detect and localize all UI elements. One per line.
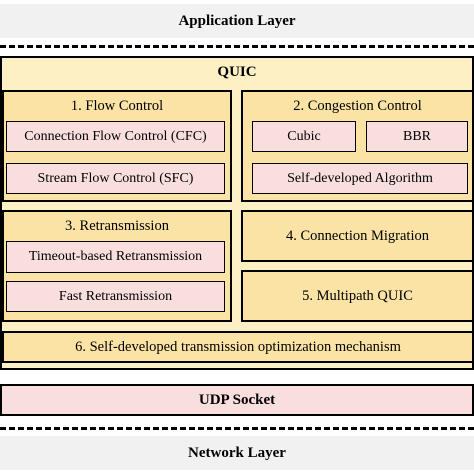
network-layer: Network Layer xyxy=(0,436,474,470)
cfc-box: Connection Flow Control (CFC) xyxy=(6,121,225,152)
optimization-mechanism-panel: 6. Self-developed transmission optimizat… xyxy=(2,331,474,363)
application-layer: Application Layer xyxy=(0,4,474,38)
cubic-box: Cubic xyxy=(252,121,356,152)
connection-migration-panel: 4. Connection Migration xyxy=(241,210,474,262)
congestion-control-title: 2. Congestion Control xyxy=(293,97,422,114)
fast-retransmission-box: Fast Retransmission xyxy=(6,281,225,312)
divider-bottom xyxy=(0,427,474,430)
flow-control-title: 1. Flow Control xyxy=(70,97,164,114)
retransmission-title: 3. Retransmission xyxy=(65,217,169,234)
bbr-box: BBR xyxy=(366,121,468,152)
quic-title: QUIC xyxy=(217,63,257,80)
udp-socket-layer: UDP Socket xyxy=(0,384,474,416)
application-layer-label: Application Layer xyxy=(178,12,296,29)
self-developed-algorithm-box: Self-developed Algorithm xyxy=(252,163,468,194)
multipath-quic-panel: 5. Multipath QUIC xyxy=(241,270,474,322)
network-layer-label: Network Layer xyxy=(188,444,286,461)
divider-top xyxy=(0,45,474,48)
timeout-retransmission-box: Timeout-based Retransmission xyxy=(6,241,225,273)
sfc-box: Stream Flow Control (SFC) xyxy=(6,163,225,194)
udp-socket-label: UDP Socket xyxy=(198,391,276,408)
